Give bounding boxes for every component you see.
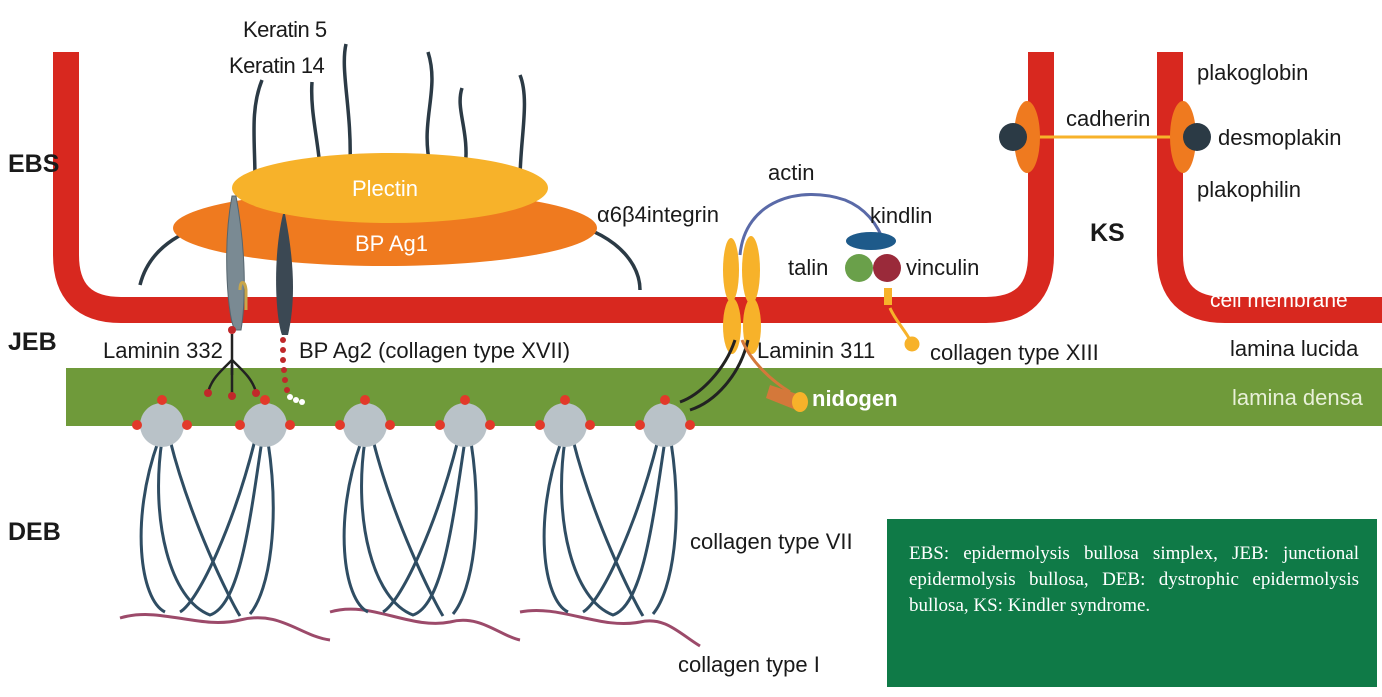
globule-1 [140,403,184,447]
label-vinculin: vinculin [906,255,979,280]
label-keratin14: Keratin 14 [229,53,325,78]
globule-2 [243,403,287,447]
desmoplakin-right [1183,123,1211,151]
integrin-ellipse-1 [723,238,739,302]
label-lamina-densa: lamina densa [1232,385,1364,410]
label-actin: actin [768,160,814,185]
label-integrin: α6β4integrin [597,202,719,227]
label-laminin332: Laminin 332 [103,338,223,363]
label-desmoplakin: desmoplakin [1218,125,1342,150]
label-bpag2: BP Ag2 (collagen type XVII) [299,338,570,363]
vinculin-shape [873,254,901,282]
globule-5 [543,403,587,447]
section-ebs: EBS [8,150,59,178]
label-lamina-lucida: lamina lucida [1230,336,1359,361]
label-cadherin: cadherin [1066,106,1150,131]
label-plakophilin: plakophilin [1197,177,1301,202]
label-collagen13: collagen type XIII [930,340,1099,365]
label-collagen1: collagen type I [678,652,820,677]
label-laminin311: Laminin 311 [757,338,875,363]
label-bpag1: BP Ag1 [355,231,428,256]
label-plectin: Plectin [352,176,418,201]
section-deb: DEB [8,518,61,546]
nidogen-cap [792,392,808,412]
section-jeb: JEB [8,328,57,356]
globule-6 [643,403,687,447]
abbreviation-legend: EBS: epidermolysis bullosa simplex, JEB:… [887,519,1377,687]
label-collagen7: collagen type VII [690,529,853,554]
label-kindlin: kindlin [870,203,932,228]
globule-3 [343,403,387,447]
label-keratin5: Keratin 5 [243,17,327,42]
globule-4 [443,403,487,447]
integrin-ellipse-2 [742,236,760,304]
talin-shape [845,254,873,282]
label-nidogen: nidogen [812,386,898,411]
legend-text: EBS: epidermolysis bullosa simplex, JEB:… [909,543,1359,616]
anchoring-fibrils [141,440,676,616]
label-cell-membrane: cell membrane [1210,289,1348,312]
label-talin: talin [788,255,828,280]
kindlin-shape [846,232,896,250]
section-ks: KS [1090,219,1125,247]
label-plakoglobin: plakoglobin [1197,60,1308,85]
desmoplakin-left [999,123,1027,151]
